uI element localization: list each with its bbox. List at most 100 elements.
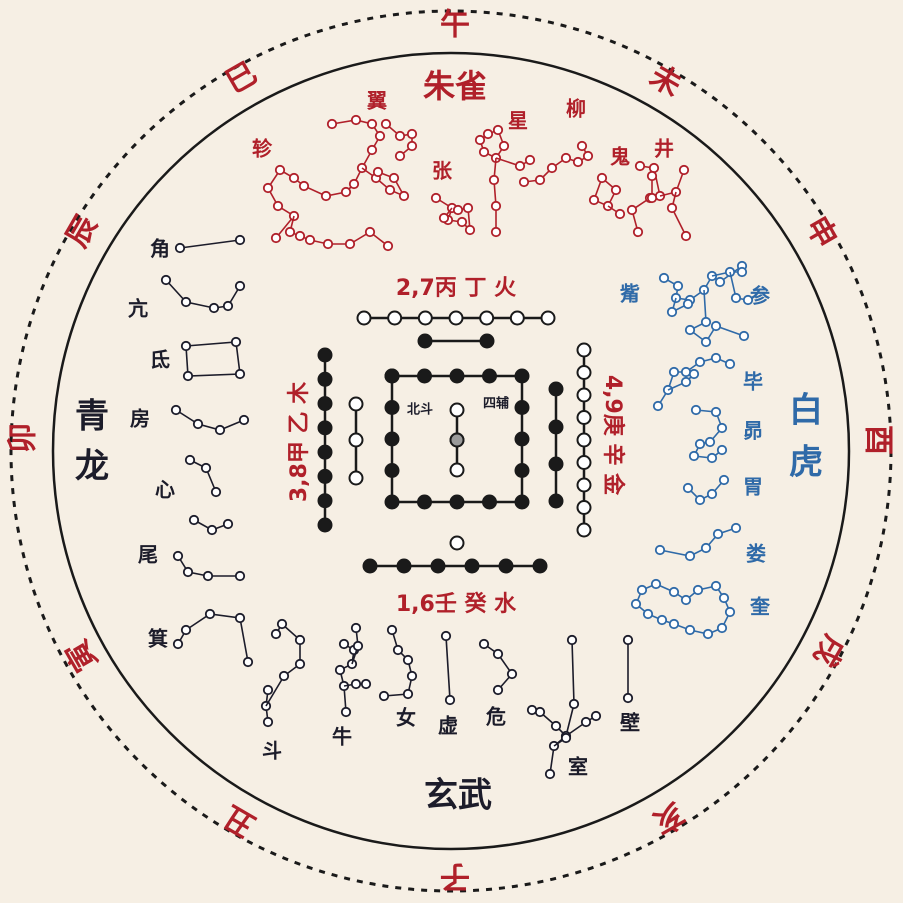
constellation-fang-line: [175, 409, 245, 431]
constellation-gui-star: [588, 194, 600, 206]
constellation-lou: [654, 522, 742, 562]
constellation-dou-star: [276, 618, 288, 630]
mansion-wei-stomach: 胃: [743, 475, 763, 499]
branch-wu: 午: [440, 8, 470, 43]
constellation-kui-star: [650, 578, 662, 590]
constellation-bi-line: [657, 357, 731, 407]
constellation-bi-star: [710, 352, 722, 364]
center-label-beidou: 北斗: [407, 403, 433, 418]
constellation-yi-zhen-star: [382, 240, 394, 252]
constellation-xing-star: [490, 226, 502, 238]
constellation-shen-zi-star: [730, 292, 742, 304]
hetu-center-ten-dot: [514, 463, 530, 478]
constellation-yi-zhen-star: [398, 190, 410, 202]
constellation-wei-tail-star: [172, 550, 184, 562]
mansion-yi: 翼: [366, 89, 387, 113]
hetu-label-top: 2,7丙 丁 火: [396, 276, 516, 301]
constellation-yi-zhen-star: [340, 186, 352, 198]
constellation-xin-star: [200, 462, 212, 474]
constellation-shi-star: [580, 716, 592, 728]
inner-ring: [51, 51, 851, 851]
constellation-xin2-star: [188, 514, 200, 526]
constellation-kui: [630, 578, 736, 640]
hetu-bottom-six-dot: [362, 558, 378, 574]
constellation-nv-star: [378, 690, 390, 702]
constellation-shen-zi-star: [736, 266, 748, 278]
constellation-shen-zi-star: [672, 280, 684, 292]
constellation-shen-zi-star: [700, 316, 712, 328]
mansion-mao-lodge: 昴: [743, 419, 763, 443]
constellation-xing-star: [490, 200, 502, 212]
constellation-xin: [184, 454, 222, 498]
constellation-di-star: [180, 340, 192, 352]
constellation-ji-star: [180, 624, 192, 636]
constellation-jing-star: [632, 226, 644, 238]
constellation-wei-danger-star: [492, 648, 504, 660]
hetu-dot-diagram: [317, 310, 592, 574]
constellation-yi-zhen-star: [284, 226, 296, 238]
constellation-shen-zi-star: [710, 320, 722, 332]
branch-si: 巳: [220, 55, 263, 100]
constellation-xin2: [188, 514, 234, 536]
constellation-xing-star: [478, 146, 490, 158]
constellation-yi-zhen-star: [380, 118, 392, 130]
hetu-center-ten-dot: [384, 431, 400, 447]
constellation-mao-star: [690, 404, 702, 416]
constellation-zhang-star: [452, 204, 464, 216]
constellation-yi-zhen-star: [366, 118, 378, 130]
constellation-shen-zi-star: [742, 294, 754, 306]
constellation-bi-star: [694, 356, 706, 368]
center-labels: 北斗 四辅: [407, 396, 509, 418]
constellation-kui-star: [668, 586, 680, 598]
constellation-xu-line: [445, 635, 451, 701]
constellation-gui: [588, 172, 626, 220]
constellation-fang-star: [170, 404, 182, 416]
constellation-kui-star: [684, 624, 696, 636]
constellation-xu-star: [440, 630, 452, 642]
hetu-left-three-dot: [348, 470, 364, 486]
constellation-xing-star: [482, 128, 494, 140]
constellation-wei: [682, 474, 730, 506]
constellation-zhang-star: [464, 224, 476, 236]
hetu-right-nine-dot: [576, 477, 592, 493]
mansion-di: 氐: [150, 348, 170, 372]
constellation-kui-star: [680, 594, 692, 606]
mansion-nv: 女: [396, 706, 416, 730]
hetu-right-nine-dot: [576, 410, 592, 425]
constellation-kang-star: [208, 302, 220, 314]
hetu-right-nine-dot: [576, 387, 592, 403]
constellation-kang-star: [222, 300, 234, 312]
constellation-yi-zhen-star: [394, 150, 406, 162]
hetu-right-four-dot: [548, 419, 564, 435]
constellation-yi-zhen-star: [384, 184, 396, 196]
constellation-bi-star: [688, 368, 700, 380]
animal-south: 朱雀: [423, 67, 487, 105]
constellation-mao-star: [706, 452, 718, 464]
constellation-jing-star: [666, 202, 678, 214]
constellation-shi: [526, 634, 602, 780]
constellation-bi-star: [680, 366, 692, 378]
constellation-wei-line: [687, 479, 725, 501]
branch-zi: 子: [440, 859, 470, 894]
constellation-yi-zhen-star: [298, 180, 310, 192]
constellation-zhang: [430, 192, 476, 236]
constellation-dou-star: [278, 670, 290, 682]
constellation-lou-star: [730, 522, 742, 534]
constellation-dou: [260, 618, 306, 728]
mansion-labels: 翼 轸 张 星 柳 鬼 井 觜 参 毕 昴 胃 娄 奎 角 亢 氐 房 心 尾 …: [128, 89, 771, 779]
constellation-liu-star: [546, 162, 558, 174]
hetu-left-three-dot: [348, 432, 364, 448]
constellation-wei-star: [718, 474, 730, 486]
constellation-shen-zi-star: [684, 324, 696, 336]
hetu-right-nine-dot: [576, 500, 592, 515]
constellation-dou-star: [294, 634, 306, 646]
mansion-lou: 娄: [746, 542, 766, 566]
constellation-jing: [626, 160, 692, 242]
constellation-jing-star: [680, 230, 692, 242]
hetu-left-eight-dot: [317, 493, 333, 509]
hetu-right-four-dot: [548, 493, 564, 509]
constellation-wei-tail-line: [177, 555, 240, 577]
hetu-center-ten-dot: [514, 431, 530, 447]
constellation-wei-danger-star: [492, 684, 504, 696]
hetu-center-ten-dot: [384, 400, 400, 415]
